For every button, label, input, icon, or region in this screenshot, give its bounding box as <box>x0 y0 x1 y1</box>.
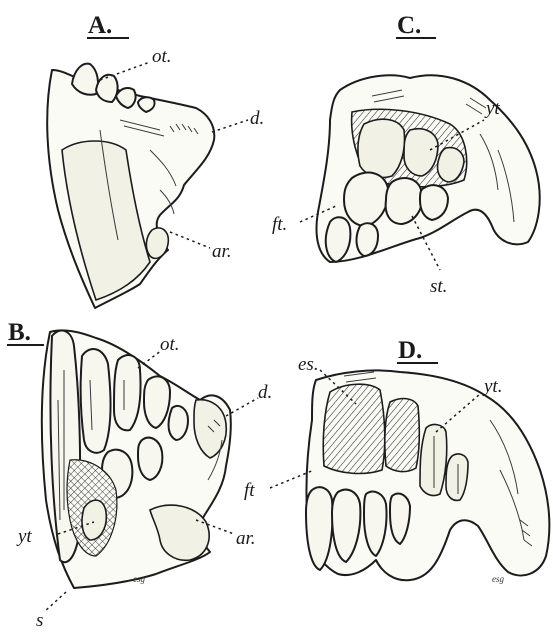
label-a-ot: ot. <box>152 46 172 67</box>
panel-b-letter: B. <box>8 319 31 346</box>
panel-d-jaw-fragment <box>306 370 549 580</box>
leader-b-s <box>44 592 66 612</box>
successional-tooth <box>138 438 162 480</box>
label-c-st: st. <box>430 276 447 297</box>
tooth <box>96 75 118 102</box>
panel-d: D. esg es. yt. ft <box>244 337 549 584</box>
young-tooth <box>420 425 447 496</box>
label-b-ar: ar. <box>236 528 256 549</box>
label-b-yt: yt <box>16 526 32 547</box>
label-c-yt: yt <box>484 98 500 119</box>
label-a-ar: ar. <box>212 241 232 262</box>
old-tooth <box>169 406 188 440</box>
panel-b: B. esg ot. d. yt <box>7 319 272 631</box>
signature-d: esg <box>492 574 504 584</box>
old-tooth <box>81 349 111 453</box>
panel-b-jaw-fragment <box>42 330 231 588</box>
empty-socket <box>385 399 420 472</box>
label-c-ft: ft. <box>272 214 287 235</box>
leader-a-ot <box>100 62 150 80</box>
young-tooth <box>358 119 405 177</box>
old-tooth <box>114 355 141 430</box>
label-d-ft: ft <box>244 480 255 501</box>
label-d-es: es. <box>298 354 319 375</box>
panel-a: A. ot. d. ar. <box>47 12 264 308</box>
panel-c-jaw-fragment <box>317 75 540 262</box>
label-b-s: s <box>36 610 43 631</box>
panel-c: C. yt ft. st. <box>272 12 540 297</box>
tooth <box>72 64 98 95</box>
label-a-d: d. <box>250 108 264 129</box>
leader-a-d <box>212 120 248 132</box>
panel-c-letter: C. <box>397 12 421 39</box>
empty-socket <box>323 384 385 473</box>
leader-a-ar <box>170 232 210 248</box>
label-b-d: d. <box>258 382 272 403</box>
signature-b: esg <box>133 574 145 584</box>
panel-d-letter: D. <box>398 337 422 364</box>
functional-tooth <box>357 223 378 256</box>
label-d-yt: yt. <box>482 376 502 397</box>
panel-a-letter: A. <box>88 12 112 39</box>
panel-a-jaw-fragment <box>47 64 214 308</box>
label-b-ot: ot. <box>160 334 180 355</box>
